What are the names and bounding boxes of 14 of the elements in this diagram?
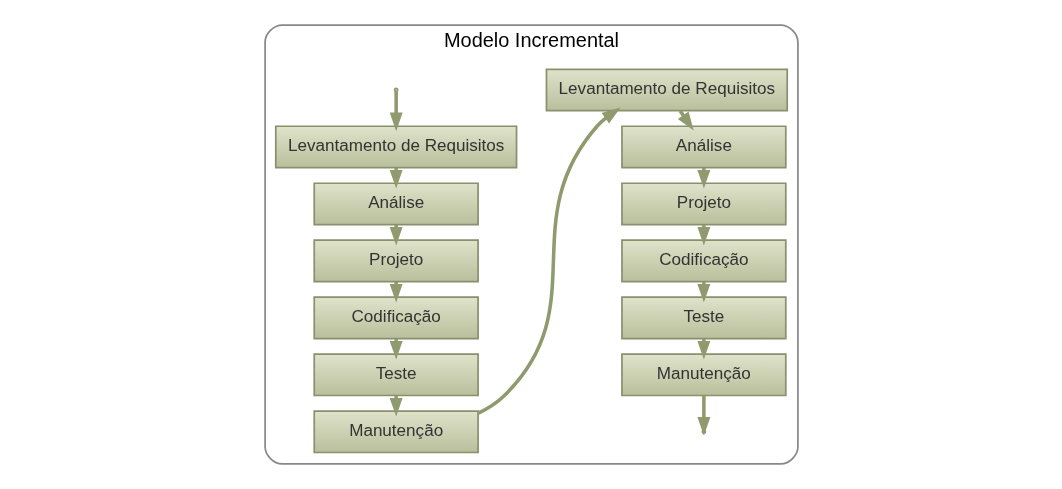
node-box: Teste xyxy=(312,353,479,397)
node-box: Projeto xyxy=(620,182,787,226)
node-box: Projeto xyxy=(312,239,479,283)
node-box: Análise xyxy=(620,125,787,169)
node-box: Teste xyxy=(620,296,787,340)
arrow xyxy=(477,107,621,415)
node-box: Codificação xyxy=(312,296,479,340)
node-box: Manutenção xyxy=(620,353,787,397)
node-box: Manutenção xyxy=(312,410,479,454)
arrow xyxy=(389,91,403,132)
node-box: Levantamento de Requisitos xyxy=(545,68,788,112)
node-box: Análise xyxy=(312,182,479,226)
node-box: Codificação xyxy=(620,239,787,283)
node-box: Levantamento de Requisitos xyxy=(274,125,517,169)
